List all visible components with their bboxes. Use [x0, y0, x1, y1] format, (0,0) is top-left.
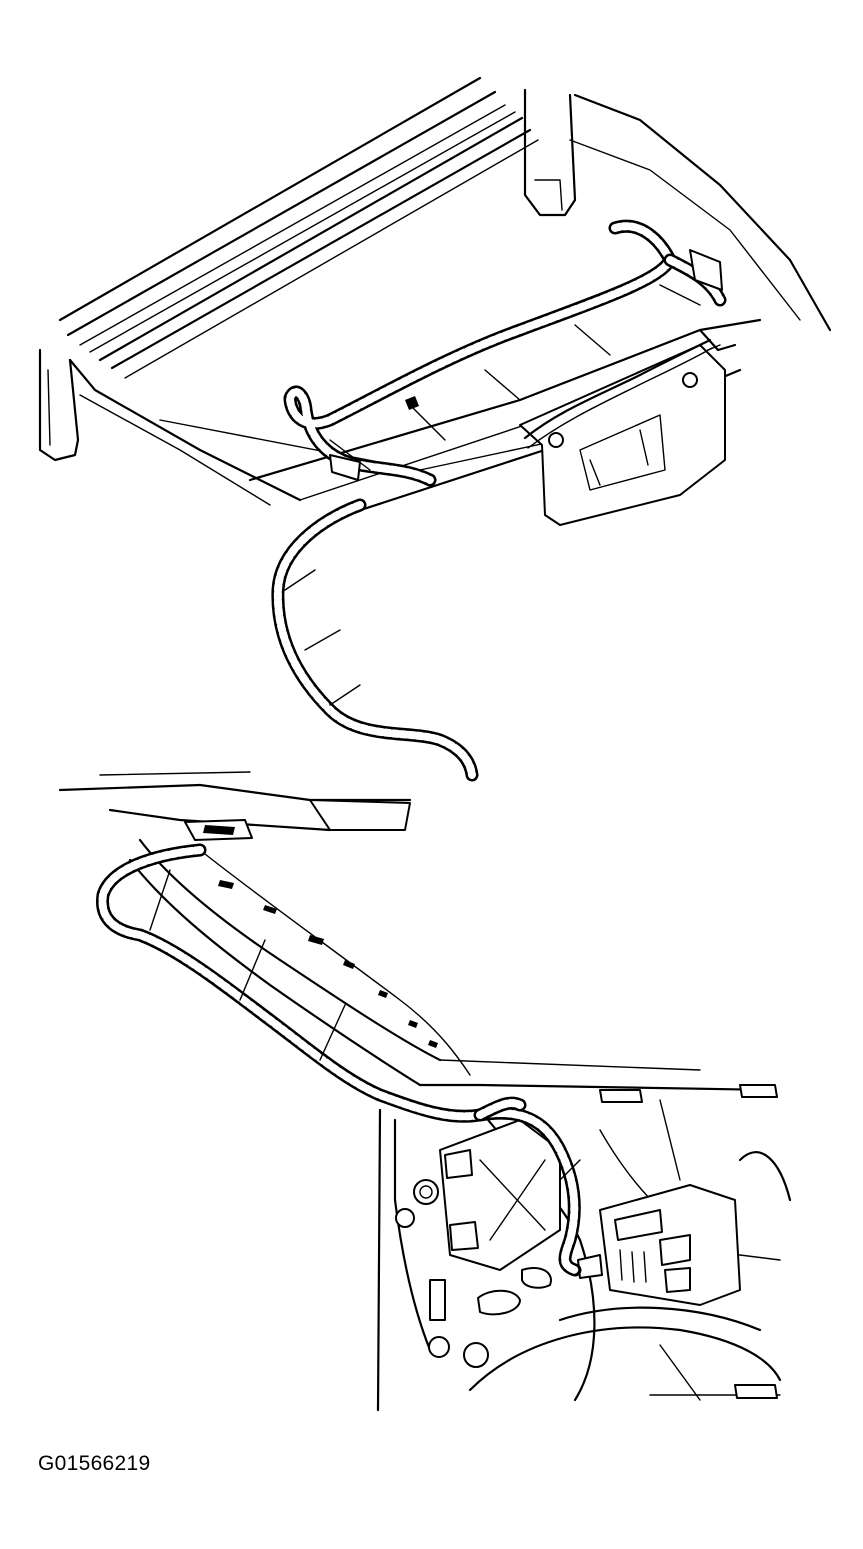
pillar-structure: [58, 771, 792, 1412]
lower-view: [58, 771, 792, 1412]
upper-view: [38, 76, 832, 782]
fasteners: [395, 1179, 552, 1368]
fuse-block: [577, 1184, 741, 1306]
figure-id-label: G01566219: [38, 1452, 151, 1475]
sun-visor: [519, 328, 737, 526]
kick-panel-bracket: [439, 1119, 561, 1271]
upper-harness: [271, 219, 727, 782]
lower-harness: [96, 825, 582, 1277]
